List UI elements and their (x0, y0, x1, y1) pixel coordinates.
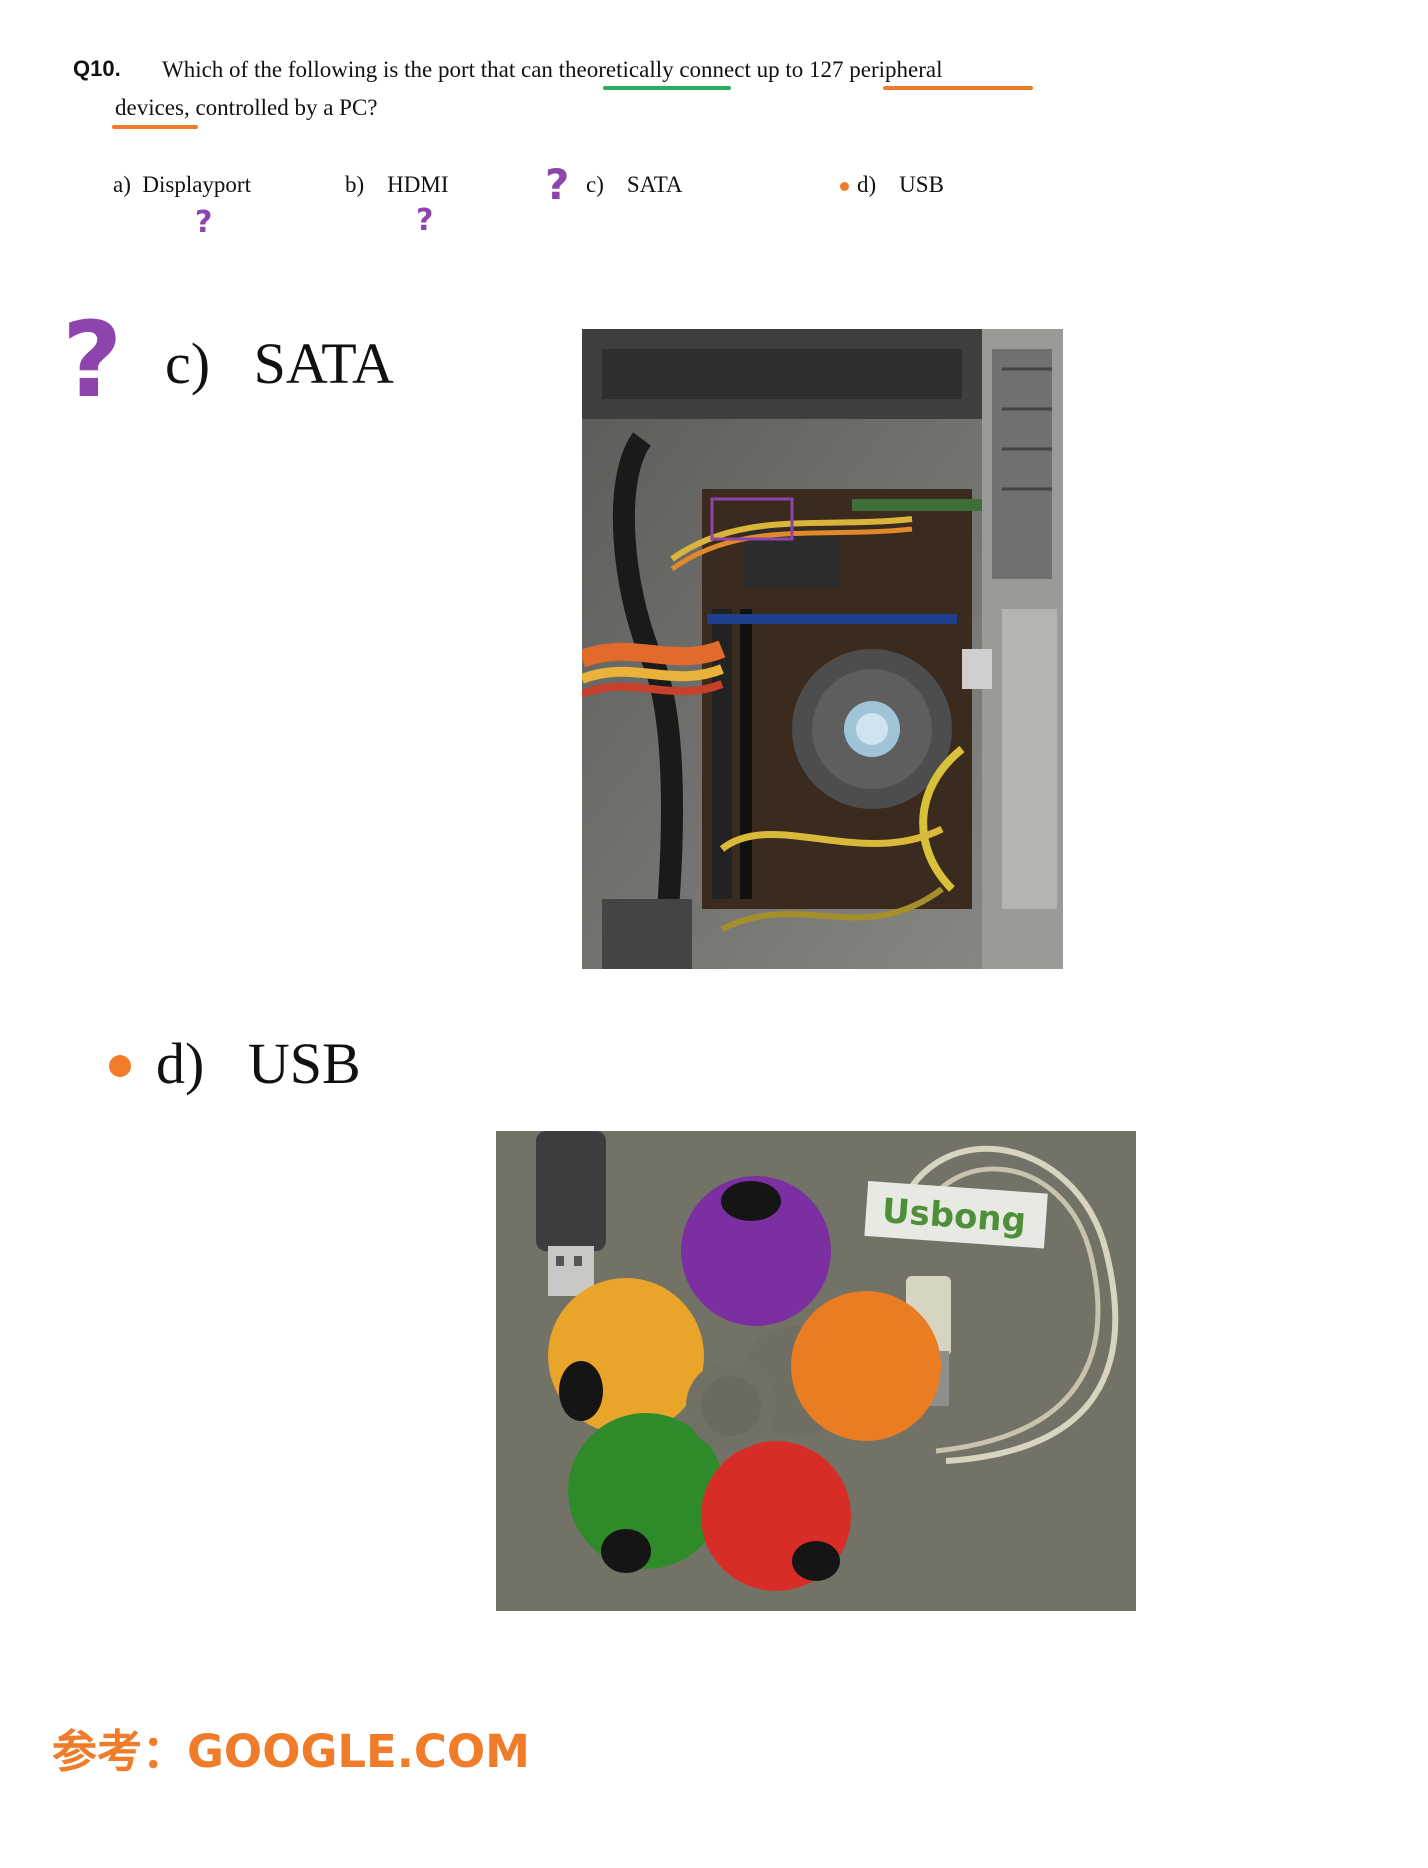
option-a[interactable]: a) Displayport (113, 172, 251, 198)
question-mark-icon: ? (416, 203, 434, 238)
option-b-text: HDMI (387, 172, 449, 197)
underline-devices (112, 125, 198, 129)
source-footer: 参考：GOOGLE.COM (52, 1725, 530, 1778)
motherboard-photo (582, 329, 1063, 969)
option-d[interactable]: d) USB (857, 172, 944, 198)
question-mark-icon: ? (62, 299, 123, 421)
option-c-text: SATA (626, 172, 683, 197)
question-line-2: devices, controlled by a PC? (115, 95, 378, 120)
motherboard-illustration (582, 329, 1063, 969)
question-mark-icon: ? (195, 205, 213, 240)
option-b-letter: b) (345, 172, 365, 197)
underline-127-peripheral (883, 86, 1033, 90)
big-option-d-text: USB (247, 1031, 361, 1096)
usb-hub-illustration: Usbong (496, 1131, 1136, 1611)
option-d-text: USB (899, 172, 944, 197)
usb-hub-photo: Usbong (496, 1131, 1136, 1611)
option-c-letter: c) (586, 172, 604, 197)
option-b[interactable]: b) HDMI (345, 172, 449, 198)
big-option-d-letter: d) (156, 1031, 205, 1096)
question-line-1: Which of the following is the port that … (162, 57, 943, 82)
option-a-text: Displayport (142, 172, 251, 197)
option-d-letter: d) (857, 172, 877, 197)
bullet-icon (840, 182, 849, 191)
question-mark-icon: ? (545, 160, 570, 209)
big-option-c: c) SATA (165, 330, 394, 397)
option-c[interactable]: c) SATA (586, 172, 683, 198)
big-option-c-letter: c) (165, 331, 211, 396)
big-option-d: d) USB (156, 1030, 361, 1097)
bullet-icon (109, 1055, 131, 1077)
option-a-letter: a) (113, 172, 131, 197)
underline-theoretically (603, 86, 731, 90)
big-option-c-text: SATA (253, 331, 394, 396)
question-number: Q10. (73, 56, 121, 81)
